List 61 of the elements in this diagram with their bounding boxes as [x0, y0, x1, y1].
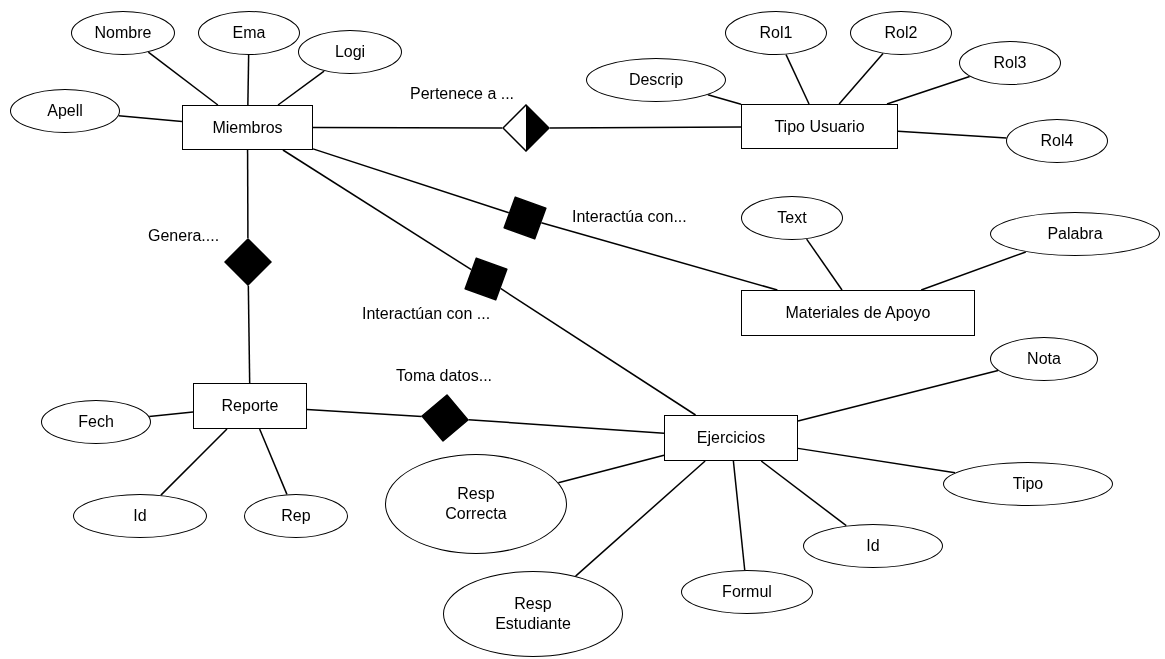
attribute-ellipse: Id [73, 494, 207, 538]
entity-box: Miembros [182, 105, 313, 150]
attribute-ellipse: Resp Correcta [385, 454, 567, 554]
relationship-diamond [224, 238, 272, 286]
attribute-ellipse: Id [803, 524, 943, 568]
connector-line [805, 238, 843, 291]
attribute-ellipse: Nota [990, 337, 1098, 381]
attribute-ellipse: Palabra [990, 212, 1160, 256]
attribute-ellipse: Resp Estudiante [443, 571, 623, 657]
connector-line [549, 126, 742, 129]
connector-line [247, 54, 250, 106]
connector-line [574, 460, 706, 577]
relationship-label: Interactúa con... [572, 207, 687, 227]
connector-line [732, 460, 746, 571]
connector-line [160, 428, 228, 496]
connector-line [282, 149, 473, 271]
attribute-ellipse: Text [741, 196, 843, 240]
connector-line [897, 130, 1008, 139]
attribute-ellipse: Tipo [943, 462, 1113, 506]
relationship-label: Pertenece a ... [410, 84, 515, 104]
connector-line [785, 53, 810, 105]
connector-line [886, 75, 971, 105]
connector-line [147, 51, 219, 106]
connector-line [312, 148, 510, 214]
attribute-ellipse: Rep [244, 494, 348, 538]
connector-line [540, 221, 779, 291]
attribute-ellipse: Apell [10, 89, 120, 133]
attribute-ellipse: Formul [681, 570, 813, 614]
connector-line [306, 408, 423, 418]
connector-line [920, 251, 1027, 291]
attribute-ellipse: Logi [298, 30, 402, 74]
connector-line [247, 284, 251, 384]
connector-line [148, 411, 194, 418]
connector-line [117, 115, 183, 123]
relationship-label: Genera.... [148, 226, 220, 246]
connector-line [499, 287, 697, 416]
attribute-ellipse: Rol3 [959, 41, 1061, 85]
attribute-ellipse: Rol2 [850, 11, 952, 55]
relationship-diamond [502, 104, 550, 152]
entity-box: Tipo Usuario [741, 104, 898, 149]
connector-line [707, 94, 742, 105]
attribute-ellipse: Nombre [71, 11, 175, 55]
connector-line [312, 126, 503, 129]
relationship-label: Toma datos... [396, 366, 493, 386]
connector-line [797, 447, 956, 474]
attribute-ellipse: Fech [41, 400, 151, 444]
relationship-diamond [419, 392, 471, 444]
attribute-ellipse: Rol4 [1006, 119, 1108, 163]
attribute-ellipse: Rol1 [725, 11, 827, 55]
entity-box: Reporte [193, 383, 307, 429]
connector-line [557, 454, 665, 484]
attribute-ellipse: Ema [198, 11, 300, 55]
connector-line [258, 428, 288, 496]
entity-box: Materiales de Apoyo [741, 290, 975, 336]
attribute-ellipse: Descrip [586, 58, 726, 102]
connector-line [246, 149, 249, 239]
connector-line [797, 369, 999, 422]
connector-line [467, 418, 665, 435]
entity-box: Ejercicios [664, 415, 798, 461]
relationship-label: Interactúan con ... [362, 304, 491, 324]
connector-line [277, 70, 325, 106]
